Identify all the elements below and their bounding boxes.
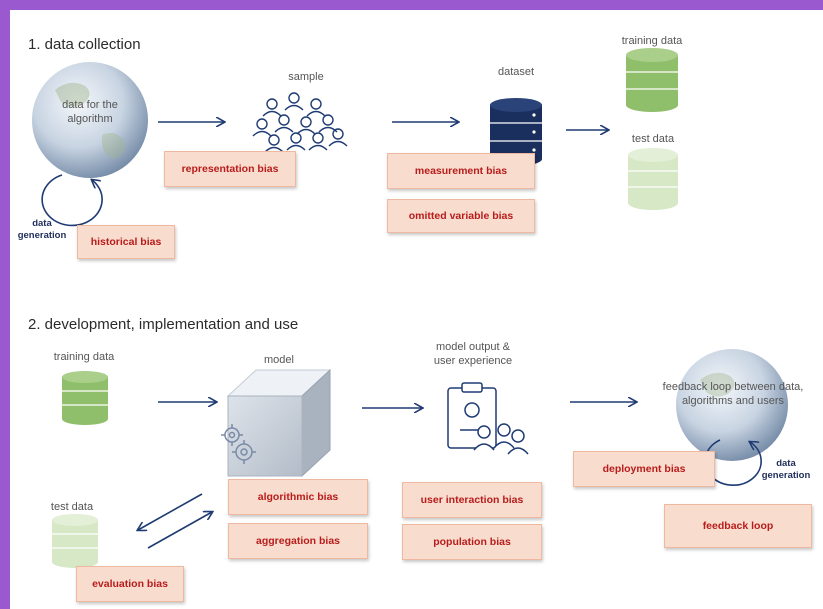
model-cube-icon [226, 368, 332, 478]
diagram-canvas: 1. data collection data for the algorith… [10, 10, 823, 609]
deployment-bias-box: deployment bias [573, 451, 715, 487]
globe-label: data for the algorithm [62, 99, 118, 125]
section2-heading: 2. development, implementation and use [28, 316, 299, 333]
algorithmic-bias-box: algorithmic bias [228, 479, 368, 515]
representation-bias-box: representation bias [164, 151, 296, 187]
data-generation-label-2: data generation [761, 458, 811, 481]
historical-bias-box: historical bias [77, 225, 175, 259]
population-bias-box: population bias [402, 524, 542, 560]
clipboard-users-icon [447, 382, 529, 455]
people-group-icon [252, 92, 348, 153]
training-data-database-icon [626, 48, 678, 112]
sample-label: sample [288, 71, 324, 83]
test-data-database-icon [628, 148, 678, 210]
training-data-database-icon-2 [62, 371, 108, 425]
feedback-globe-icon [676, 349, 788, 461]
test-data-label: test data [631, 133, 675, 145]
user-interaction-bias-box: user interaction bias [402, 482, 542, 518]
section1-heading: 1. data collection [28, 36, 141, 53]
measurement-bias-box: measurement bias [387, 153, 535, 189]
test-data-database-icon-2 [52, 514, 98, 568]
arrow-test-to-model [147, 512, 212, 549]
arrow-model-to-test [138, 493, 203, 530]
model-label: model [264, 354, 294, 366]
training-data-label-2: training data [53, 351, 115, 363]
test-data-label-2: test data [50, 501, 94, 513]
omitted-variable-bias-box: omitted variable bias [387, 199, 535, 233]
gears-icon [221, 424, 256, 464]
feedback-loop-box: feedback loop [664, 504, 812, 548]
dataset-label: dataset [497, 66, 535, 78]
training-data-label: training data [621, 35, 683, 47]
globe-icon [32, 62, 148, 178]
evaluation-bias-box: evaluation bias [76, 566, 184, 602]
data-generation-label: data generation [17, 218, 67, 241]
model-output-label: model output & user experience [433, 341, 513, 367]
data-generation-cycle-arrow [41, 174, 103, 227]
feedback-globe-label: feedback loop between data, algorithms a… [662, 381, 804, 407]
aggregation-bias-box: aggregation bias [228, 523, 368, 559]
